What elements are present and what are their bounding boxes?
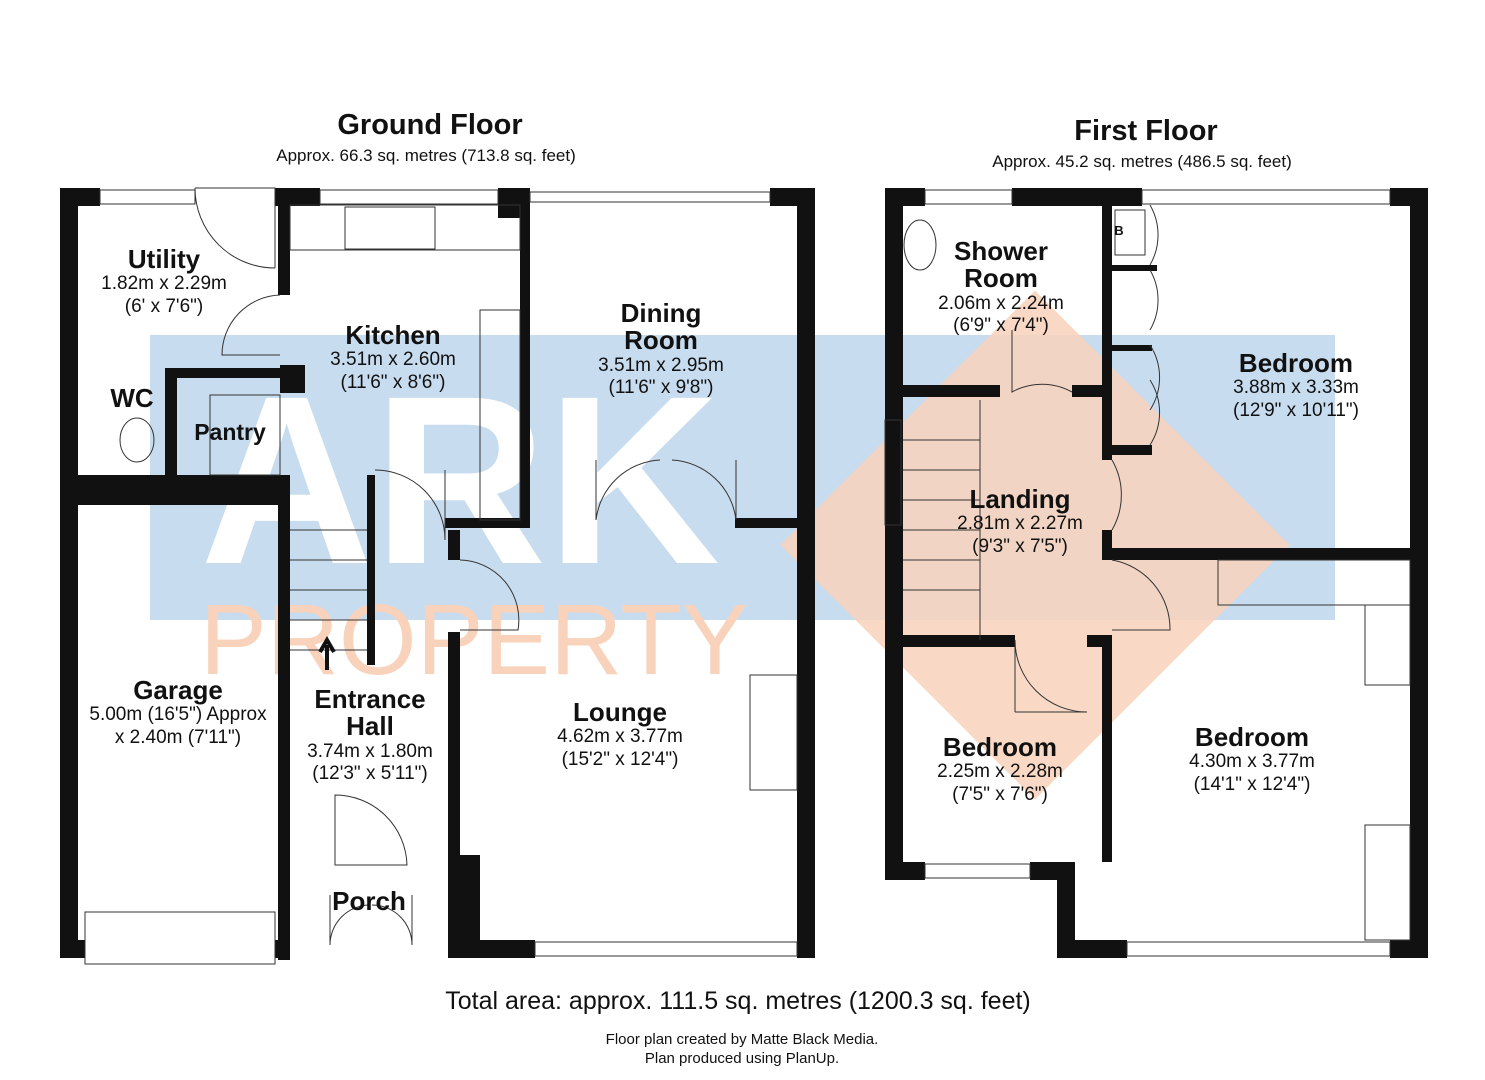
room-metric: 2.06m x 2.24m xyxy=(938,292,1064,314)
room-imperial: (12'9" x 10'11") xyxy=(1232,400,1360,422)
room-name: Entrance Hall xyxy=(314,684,426,742)
room-imperial: (9'3" x 7'5") xyxy=(972,536,1068,558)
room-name: Lounge xyxy=(573,697,667,727)
room-landing: Landing 2.81m x 2.27m (9'3" x 7'5") xyxy=(957,484,1083,559)
room-metric: 2.25m x 2.28m xyxy=(937,761,1063,783)
first-floor-area: Approx. 45.2 sq. metres (486.5 sq. feet) xyxy=(992,152,1292,171)
room-wc: WC xyxy=(110,383,154,413)
room-imperial: (14'1" x 12'4") xyxy=(1193,774,1311,796)
room-name: Landing xyxy=(969,484,1071,514)
room-entrance-hall: Entrance Hall 3.74m x 1.80m (12'3" x 5'1… xyxy=(295,684,445,786)
room-metric: 1.82m x 2.29m xyxy=(101,273,227,295)
room-name: Bedroom xyxy=(1238,348,1354,378)
room-metric: 3.51m x 2.60m xyxy=(330,349,456,371)
room-dining: Dining Room 3.51m x 2.95m (11'6" x 9'8") xyxy=(586,298,736,400)
room-utility: Utility 1.82m x 2.29m (6' x 7'6") xyxy=(101,244,227,319)
room-imperial: (11'6" x 9'8") xyxy=(608,377,714,399)
room-pantry: Pantry xyxy=(194,419,266,445)
stair-arrow-icon xyxy=(318,636,336,670)
boiler-label: B xyxy=(1114,223,1124,238)
room-metric: 3.88m x 3.33m xyxy=(1233,377,1359,399)
room-name: Bedroom xyxy=(942,732,1058,762)
room-imperial: x 2.40m (7'11") xyxy=(114,727,242,749)
credit-line-2: Plan produced using PlanUp. xyxy=(644,1050,840,1067)
ground-floor-area: Approx. 66.3 sq. metres (713.8 sq. feet) xyxy=(276,146,576,165)
room-metric: 5.00m (16'5") Approx xyxy=(89,704,267,726)
room-metric: 2.81m x 2.27m xyxy=(957,513,1083,535)
room-shower: Shower Room 2.06m x 2.24m (6'9" x 7'4") xyxy=(936,236,1066,338)
first-floor-title: First Floor xyxy=(1074,115,1218,147)
room-name: Dining Room xyxy=(620,298,702,356)
room-imperial: (12'3" x 5'11") xyxy=(312,763,428,785)
room-name: Utility xyxy=(127,244,201,274)
room-porch: Porch xyxy=(332,886,406,916)
room-imperial: (6' x 7'6") xyxy=(124,296,204,318)
total-area: Total area: approx. 111.5 sq. metres (12… xyxy=(445,987,1031,1015)
room-imperial: (11'6" x 8'6") xyxy=(340,372,446,394)
room-name: Kitchen xyxy=(345,320,441,350)
room-imperial: (7'5" x 7'6") xyxy=(952,784,1048,806)
room-metric: 4.30m x 3.77m xyxy=(1189,751,1315,773)
room-name: Shower Room xyxy=(954,236,1048,294)
room-bedroom-2: Bedroom 2.25m x 2.28m (7'5" x 7'6") xyxy=(937,732,1063,807)
room-metric: 3.51m x 2.95m xyxy=(598,354,724,376)
room-kitchen: Kitchen 3.51m x 2.60m (11'6" x 8'6") xyxy=(330,320,456,395)
room-bedroom-1: Bedroom 3.88m x 3.33m (12'9" x 10'11") xyxy=(1232,348,1360,423)
watermark-property: PROPERTY xyxy=(200,584,749,696)
room-garage: Garage 5.00m (16'5") Approx x 2.40m (7'1… xyxy=(89,675,267,750)
room-name: Garage xyxy=(133,675,223,705)
room-imperial: (15'2" x 12'4") xyxy=(561,749,679,771)
room-metric: 4.62m x 3.77m xyxy=(557,726,683,748)
ground-floor-title: Ground Floor xyxy=(337,109,523,141)
room-name: Bedroom xyxy=(1194,722,1310,752)
room-lounge: Lounge 4.62m x 3.77m (15'2" x 12'4") xyxy=(557,697,683,772)
room-bedroom-3: Bedroom 4.30m x 3.77m (14'1" x 12'4") xyxy=(1189,722,1315,797)
room-imperial: (6'9" x 7'4") xyxy=(953,315,1049,337)
room-metric: 3.74m x 1.80m xyxy=(307,740,433,762)
credit-line-1: Floor plan created by Matte Black Media. xyxy=(605,1031,879,1048)
